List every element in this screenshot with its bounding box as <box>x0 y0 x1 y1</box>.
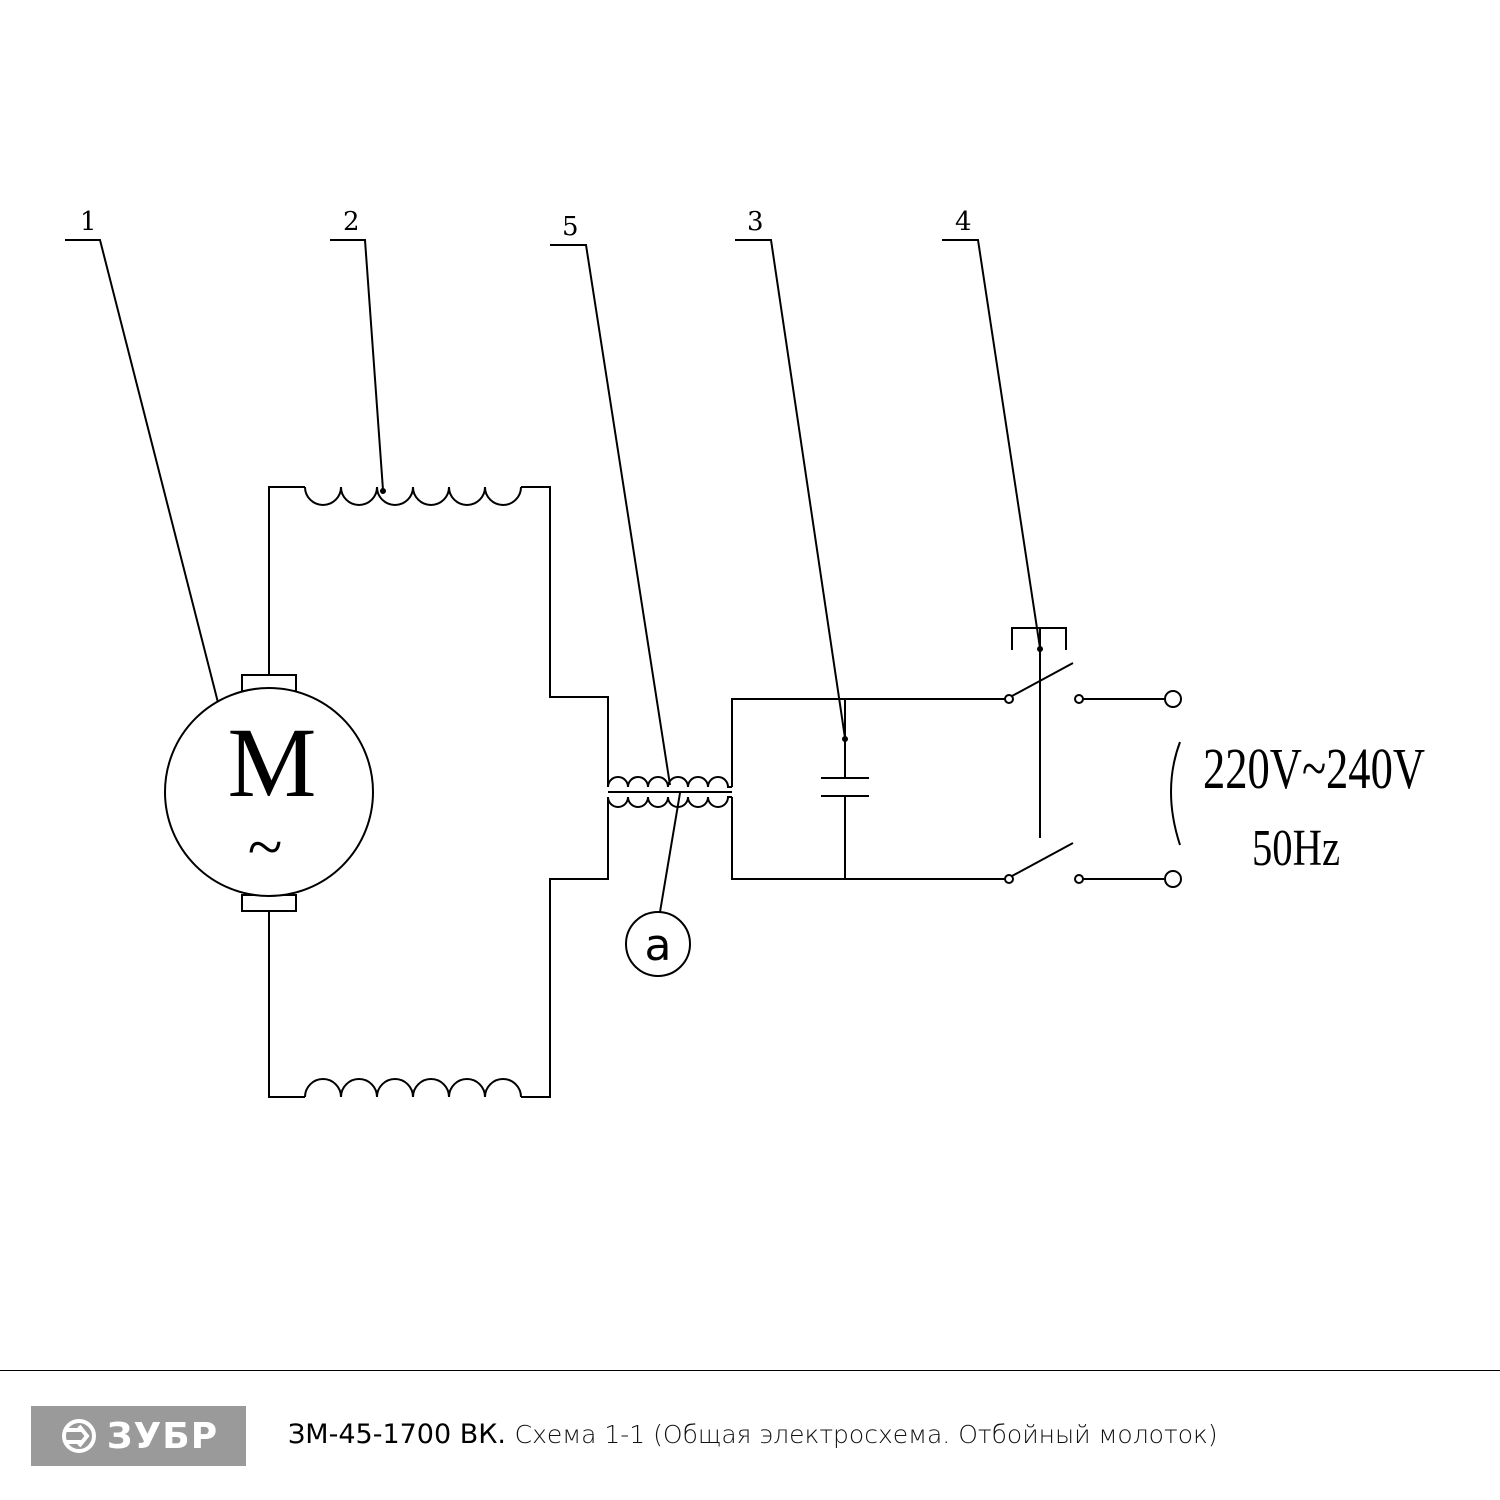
callout-5-leader <box>550 244 671 786</box>
field-coil-bottom <box>304 1078 522 1098</box>
switch-contact-bottom-right <box>1074 874 1084 884</box>
footer-divider <box>0 1370 1500 1371</box>
brand-name: ЗУБР <box>106 1415 219 1457</box>
switch-blade-top <box>1011 662 1074 697</box>
choke-coil-upper <box>607 776 732 788</box>
callout-3-label: 3 <box>747 207 764 237</box>
model-number: ЗМ-45-1700 ВК. <box>288 1419 507 1450</box>
choke-label-circle <box>625 911 691 977</box>
switch-contact-top-left <box>1004 694 1014 704</box>
terminal-bottom <box>1164 870 1182 888</box>
motor-letter: M <box>228 707 317 818</box>
footer-caption: ЗМ-45-1700 ВК. Схема 1-1 (Общая электрос… <box>288 1419 1218 1450</box>
wire-bottom-right <box>521 797 609 1098</box>
wire-top-right <box>521 486 609 787</box>
terminal-top <box>1164 690 1182 708</box>
choke-label: a <box>645 920 672 971</box>
diagram-description: Схема 1-1 (Общая электросхема. Отбойный … <box>514 1420 1218 1449</box>
field-loop <box>268 486 609 1098</box>
callout-2: 2 <box>330 207 386 494</box>
choke-coil-lower <box>607 796 732 808</box>
wire-line-top <box>731 698 1006 787</box>
brand-logo: ЗУБР <box>31 1406 246 1466</box>
supply-bracket <box>1170 741 1181 846</box>
choke-leader <box>659 792 681 913</box>
brand-arrow-icon <box>61 1419 96 1453</box>
switch-contact-bottom-left <box>1004 874 1014 884</box>
supply-voltage: 220V~240V <box>1203 736 1425 801</box>
field-coil-top <box>304 486 522 506</box>
callout-2-leader <box>330 239 384 491</box>
callout-3: 3 <box>735 207 848 742</box>
switch <box>1004 627 1182 888</box>
wire-line-bottom <box>731 797 1006 880</box>
callout-4-leader <box>942 239 1041 649</box>
callout-5: 5 <box>550 212 671 786</box>
switch-blade-bottom <box>1011 842 1074 877</box>
callout-5-label: 5 <box>562 212 579 242</box>
choke: a <box>607 776 732 977</box>
callout-1-label: 1 <box>80 207 97 237</box>
motor: M ~ <box>164 674 374 912</box>
callout-2-dot <box>380 488 386 494</box>
capacitor <box>821 699 869 879</box>
supply-frequency: 50Hz <box>1252 820 1340 877</box>
motor-brush-bottom <box>241 894 297 912</box>
motor-circle <box>164 687 374 897</box>
switch-contact-top-right <box>1074 694 1084 704</box>
callout-2-label: 2 <box>343 207 360 237</box>
line-wiring <box>731 698 1006 880</box>
callout-3-leader <box>735 239 846 739</box>
callout-1-leader <box>65 239 226 731</box>
callout-4: 4 <box>942 207 1043 652</box>
wire-motor-top <box>268 486 305 675</box>
wire-motor-bottom <box>268 911 305 1098</box>
callout-4-label: 4 <box>955 207 972 237</box>
motor-tilde: ~ <box>248 811 283 882</box>
callout-1: 1 <box>65 207 228 734</box>
